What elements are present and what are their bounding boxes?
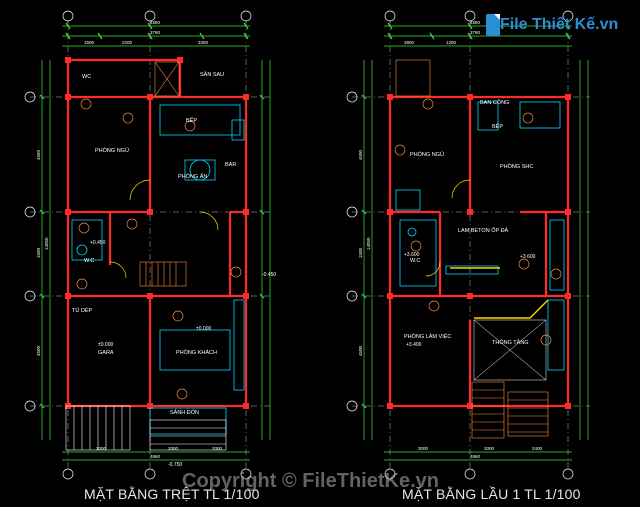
- dimension-value: 2000: [212, 446, 223, 451]
- room-label: LAM BETON ỐP ĐÁ: [458, 227, 509, 234]
- dimension-value: 14050: [44, 237, 49, 250]
- section-tags: [394, 98, 562, 346]
- ground-floor-title: MẶT BẰNG TRỆT TL 1/100: [84, 486, 260, 502]
- grid-bubbles: [24, 10, 252, 480]
- level-label: ±0.000: [196, 326, 211, 332]
- level-label: -0.750: [168, 462, 182, 468]
- dimension-value: 4500: [358, 345, 363, 356]
- first-floor-title: MẶT BẰNG LẦU 1 TL 1/100: [402, 486, 581, 502]
- doors: [425, 179, 471, 277]
- dimension-value: 1200: [446, 40, 457, 45]
- stair-hatch: [395, 59, 549, 439]
- dimension-lines: [39, 22, 271, 461]
- columns: [387, 94, 571, 409]
- void-diagonals: [473, 319, 547, 381]
- ground-floor-plan: WC SÂN SAU BẾP PHÒNG NGỦ PHÒNG ĂN BAR W.…: [24, 10, 276, 480]
- dimension-value: 4500: [36, 345, 41, 356]
- level-label: +0.450: [90, 240, 106, 246]
- dimension-values-vertical: 4550 1500 4500 14050: [36, 149, 49, 356]
- site-logo: [486, 14, 500, 36]
- room-label: PHÒNG ĂN: [178, 173, 207, 180]
- room-labels: WC SÂN SAU BẾP PHÒNG NGỦ PHÒNG ĂN BAR W.…: [72, 71, 236, 416]
- logo-text: File Thiết Kế.vn: [500, 16, 619, 33]
- level-label: +3.400: [406, 342, 422, 348]
- dimension-value: 1500: [358, 247, 363, 258]
- room-label: W.C: [410, 258, 420, 264]
- section-tags: [76, 98, 242, 400]
- dimension-value: 3760: [150, 30, 161, 35]
- void-railing: [450, 267, 549, 319]
- room-label: PHÒNG KHÁCH: [176, 349, 217, 356]
- file-icon: [486, 14, 500, 36]
- dimension-value: 2000: [168, 446, 179, 451]
- room-label: PHÒNG LÀM VIỆC: [404, 332, 451, 340]
- doors: [109, 179, 219, 279]
- dimension-value: 3000: [418, 446, 429, 451]
- dimension-value: 14050: [366, 237, 371, 250]
- room-label: SÂN SAU: [200, 71, 224, 78]
- room-label: BAR: [225, 162, 236, 168]
- room-label: BẾP: [186, 117, 197, 124]
- room-label: GARA: [98, 350, 114, 356]
- dimension-value: 4860: [470, 454, 481, 459]
- dimension-value: 4550: [36, 149, 41, 160]
- room-labels: BAN CÔNG BẾP PHÒNG NGỦ PHÒNG SHC W.C LAM…: [404, 99, 533, 346]
- room-label: PHÒNG NGỦ: [95, 147, 129, 154]
- columns: [65, 57, 249, 409]
- dimension-lines: [361, 22, 589, 461]
- dimension-value: 4860: [150, 20, 161, 25]
- dimension-value: 1500: [84, 40, 95, 45]
- dimension-values-vertical: 4500 1500 4500 14050: [358, 149, 371, 356]
- dimension-values: 4860 3760 2800 1200 3000 2000 2400 4860: [404, 20, 543, 459]
- dimension-values: 4860 3760 1500 2200 3300 3000 2000 2000 …: [84, 20, 223, 459]
- dimension-value: 4860: [470, 20, 481, 25]
- room-label: BAN CÔNG: [480, 99, 509, 106]
- level-label: -0.450: [262, 272, 276, 278]
- file-corner-icon: [494, 14, 500, 20]
- room-label: SẢNH ĐÓN: [170, 409, 199, 416]
- dimension-value: 4500: [358, 149, 363, 160]
- room-label: THÔNG TẦNG: [492, 339, 529, 346]
- dimension-value: 2200: [122, 40, 133, 45]
- walls: [66, 58, 248, 408]
- room-label: BẾP: [492, 123, 503, 130]
- dimension-value: 2400: [532, 446, 543, 451]
- fixtures: [395, 101, 565, 371]
- level-label: ±0.000: [98, 342, 113, 348]
- copyright-watermark: Copyright © FileThietKe.vn: [182, 470, 439, 492]
- dimension-value: 2000: [484, 446, 495, 451]
- level-labels: +3.600 +3.600 +3.400: [404, 252, 536, 348]
- room-label: W.C: [84, 258, 94, 264]
- entrance-stairs: [65, 405, 227, 451]
- dimension-value: 3760: [470, 30, 481, 35]
- room-label: TỦ DÉP: [72, 307, 93, 314]
- dimension-value: 3300: [198, 40, 209, 45]
- room-label: PHÒNG SHC: [500, 163, 533, 170]
- room-label: PHÒNG NGỦ: [410, 151, 444, 158]
- dimension-value: 2800: [404, 40, 415, 45]
- level-label: +3.600: [520, 254, 536, 260]
- room-label: WC: [82, 74, 91, 80]
- first-floor-plan: BAN CÔNG BẾP PHÒNG NGỦ PHÒNG SHC W.C LAM…: [346, 10, 590, 480]
- dimension-value: 4860: [150, 454, 161, 459]
- level-labels: ±0.000 +0.450 -0.450 ±0.000 -0.750: [90, 240, 276, 468]
- grid-bubbles: [346, 10, 574, 480]
- stair-hatch: [139, 61, 187, 287]
- dimension-value: 1500: [36, 247, 41, 258]
- dimension-value: 3000: [96, 446, 107, 451]
- level-label: +3.600: [404, 252, 420, 258]
